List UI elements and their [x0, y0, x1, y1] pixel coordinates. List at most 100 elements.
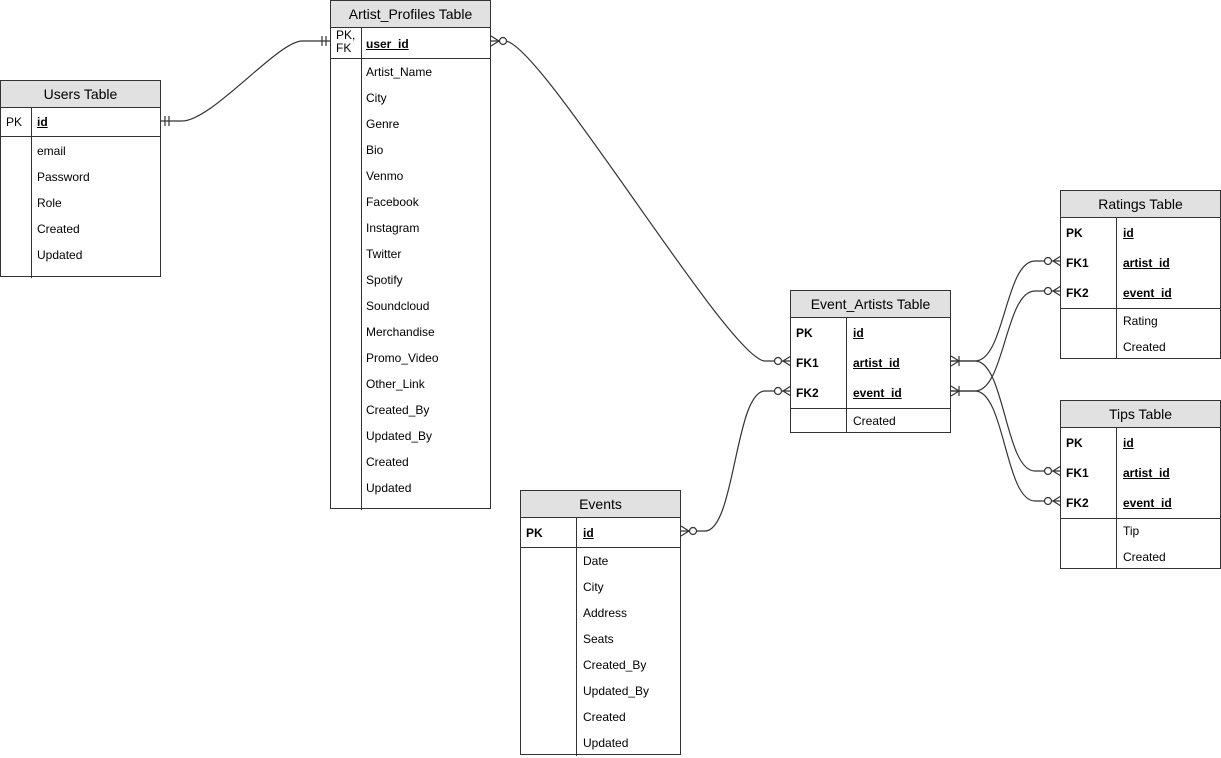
field-name: Rating	[1123, 314, 1158, 328]
row-key: PK	[796, 326, 813, 340]
tips-table-title: Tips Table	[1061, 401, 1220, 428]
rel-event-artists-ratings-artist	[951, 260, 1061, 362]
field-name: Password	[37, 170, 90, 184]
field-name: Address	[583, 606, 628, 620]
field-name: id	[1123, 436, 1134, 450]
artist-profiles-attr-section: Artist_Name City Genre Bio Venmo Faceboo…	[331, 59, 490, 510]
row-key: FK2	[1066, 496, 1089, 510]
zero-marker	[773, 356, 783, 366]
event-artists-attr-section: Created	[791, 409, 950, 433]
field-name: Other_Link	[366, 377, 425, 391]
rel-users-artist-profiles	[160, 40, 331, 122]
field-name: id	[583, 526, 594, 540]
rel-event-artists-tips-artist	[951, 360, 1061, 472]
users-table-title: Users Table	[1, 81, 160, 108]
users-attr-section: email Password Role Created Updated	[1, 137, 160, 278]
row-key: FK1	[796, 356, 819, 370]
field-name: Artist_Name	[366, 65, 433, 79]
ratings-pk-section: PK id FK1 artist_id FK2 event_id	[1061, 218, 1220, 309]
field-name: Updated_By	[583, 684, 650, 698]
field-name: Tip	[1123, 524, 1140, 538]
field-name: Spotify	[366, 273, 403, 287]
field-name: id	[1123, 226, 1134, 240]
artist-profiles-table[interactable]: Artist_Profiles Table PK, FK user_id Art…	[330, 0, 491, 510]
crowfoot-marker	[781, 385, 792, 397]
field-name: artist_id	[1123, 256, 1170, 270]
row-key: FK2	[1066, 286, 1089, 300]
users-table[interactable]: Users Table PK id email Password Role Cr…	[0, 80, 161, 278]
crowfoot-marker	[1051, 495, 1062, 507]
field-name: artist_id	[1123, 466, 1170, 480]
field-name: event_id	[1123, 496, 1172, 510]
field-name: event_id	[1123, 286, 1172, 300]
field-name: Promo_Video	[366, 351, 439, 365]
field-name: Seats	[583, 632, 614, 646]
zero-marker	[773, 386, 783, 396]
tips-table[interactable]: Tips Table PK id FK1 artist_id FK2 event…	[1060, 400, 1221, 569]
events-table[interactable]: Events PK id Date City Address Seats Cre…	[520, 490, 681, 756]
crowfoot-marker	[1051, 465, 1062, 477]
rel-event-artists-ratings-event	[951, 290, 1061, 392]
row-key: FK2	[796, 386, 819, 400]
ratings-attr-section: Rating Created	[1061, 309, 1220, 359]
field-name: id	[853, 326, 864, 340]
row-key: PK	[6, 115, 23, 129]
field-name: artist_id	[853, 356, 900, 370]
field-name: Created	[366, 455, 409, 469]
field-name: event_id	[853, 386, 902, 400]
row-key: PK, FK	[336, 28, 356, 55]
rel-artist-profiles-event-artists	[491, 40, 791, 362]
field-name: Merchandise	[366, 325, 435, 339]
events-attr-section: Date City Address Seats Created_By Updat…	[521, 548, 680, 756]
crowfoot-marker	[781, 355, 792, 367]
row-key: FK1	[1066, 466, 1089, 480]
tips-pk-section: PK id FK1 artist_id FK2 event_id	[1061, 428, 1220, 519]
field-name: Updated	[583, 736, 629, 750]
zero-marker	[1043, 256, 1053, 266]
row-key: PK	[1066, 436, 1083, 450]
field-name: Twitter	[366, 247, 402, 261]
field-name: Instagram	[366, 221, 420, 235]
field-name: Created	[1123, 340, 1166, 354]
zero-marker	[688, 526, 698, 536]
field-name: Soundcloud	[366, 299, 430, 313]
zero-marker	[1043, 286, 1053, 296]
row-key: PK	[1066, 226, 1083, 240]
row-key: FK1	[1066, 256, 1089, 270]
field-name: Created	[37, 222, 80, 236]
field-name: Updated_By	[366, 429, 433, 443]
field-name: Updated	[37, 248, 83, 262]
zero-marker	[498, 36, 508, 46]
field-name: email	[37, 144, 66, 158]
tips-attr-section: Tip Created	[1061, 519, 1220, 569]
ratings-table[interactable]: Ratings Table PK id FK1 artist_id FK2 ev…	[1060, 190, 1221, 359]
artist-profiles-table-title: Artist_Profiles Table	[331, 1, 490, 28]
field-name: Genre	[366, 117, 400, 131]
field-name: City	[583, 580, 604, 594]
users-pk-section: PK id	[1, 108, 160, 137]
field-name: Created	[853, 414, 896, 428]
field-name: Role	[37, 196, 62, 210]
field-name: Updated	[366, 481, 412, 495]
event-artists-table-title: Event_Artists Table	[791, 291, 950, 318]
rel-event-artists-tips-event	[951, 390, 1061, 502]
field-name: Date	[583, 554, 609, 568]
field-name: Bio	[366, 143, 384, 157]
field-name: Created	[1123, 550, 1166, 564]
zero-marker	[1043, 466, 1053, 476]
event-artists-pk-section: PK id FK1 artist_id FK2 event_id	[791, 318, 950, 409]
field-name: City	[366, 91, 387, 105]
field-name: Facebook	[366, 195, 419, 209]
field-name: id	[37, 115, 48, 129]
crowfoot-marker	[1051, 285, 1062, 297]
field-name: Created_By	[583, 658, 647, 672]
events-pk-section: PK id	[521, 518, 680, 548]
zero-marker	[1043, 496, 1053, 506]
field-name: user_id	[366, 37, 409, 51]
artist-profiles-pk-section: PK, FK user_id	[331, 28, 490, 59]
events-table-title: Events	[521, 491, 680, 518]
rel-events-event-artists	[681, 390, 791, 532]
event-artists-table[interactable]: Event_Artists Table PK id FK1 artist_id …	[790, 290, 951, 433]
ratings-table-title: Ratings Table	[1061, 191, 1220, 218]
